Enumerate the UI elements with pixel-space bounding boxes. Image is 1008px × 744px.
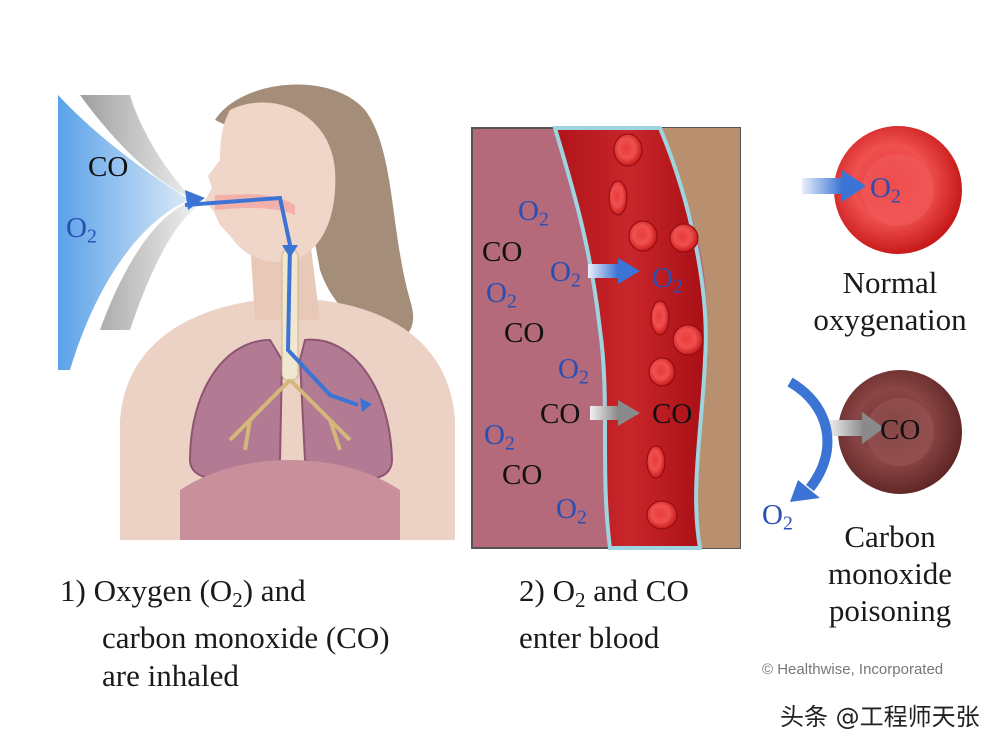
o2-label-entering: O2 — [550, 257, 581, 296]
co-label-air: CO — [88, 152, 128, 182]
poison-label-line3: poisoning — [800, 592, 980, 629]
co-poisoning-label: Carbon monoxide poisoning — [800, 518, 980, 629]
panel2-caption-line2: enter blood — [519, 619, 689, 657]
co-label-tissue-2: CO — [504, 318, 544, 348]
co-label-poisoned-cell: CO — [880, 415, 920, 445]
o2-label-tissue-4: O2 — [484, 420, 515, 459]
panel1-caption-line3: are inhaled — [60, 657, 390, 695]
panel2-caption: 2) O2 and CO enter blood — [519, 572, 689, 657]
o2-label-normal-cell: O2 — [870, 173, 901, 212]
normal-label-line1: Normal — [800, 264, 980, 301]
o2-label-displaced: O2 — [762, 500, 793, 539]
o2-label-tissue-3: O2 — [558, 354, 589, 393]
o2-label-in-blood: O2 — [652, 263, 683, 302]
o2-transfer-arrow-body — [588, 264, 618, 278]
panel1-caption-line1: 1) Oxygen (O2) and — [60, 572, 390, 619]
face — [205, 103, 335, 263]
panel1-caption: 1) Oxygen (O2) and carbon monoxide (CO) … — [60, 572, 390, 695]
panel2-caption-line1: 2) O2 and CO — [519, 572, 689, 619]
poison-label-line1: Carbon — [800, 518, 980, 555]
o2-displaced-arrow — [790, 382, 827, 488]
o2-label-tissue-2: O2 — [486, 278, 517, 317]
o2-binding-arrow-body — [802, 178, 842, 194]
copyright-credit: © Healthwise, Incorporated — [762, 661, 943, 678]
co-label-tissue-1: CO — [482, 237, 522, 267]
normal-oxygenation-label: Normal oxygenation — [800, 264, 980, 338]
co-binding-arrow-body — [828, 420, 864, 436]
o2-label-air: O2 — [66, 213, 97, 252]
normal-label-line2: oxygenation — [800, 301, 980, 338]
watermark: 头条 @工程师天张 — [780, 697, 980, 732]
co-label-in-blood: CO — [652, 399, 692, 429]
poison-label-line2: monoxide — [800, 555, 980, 592]
co-label-entering: CO — [540, 399, 580, 429]
co-label-tissue-3: CO — [502, 460, 542, 490]
o2-label-tissue-5: O2 — [556, 494, 587, 533]
panel1-caption-line2: carbon monoxide (CO) — [60, 619, 390, 657]
o2-label-tissue-1: O2 — [518, 196, 549, 235]
co-transfer-arrow-body — [590, 406, 618, 420]
